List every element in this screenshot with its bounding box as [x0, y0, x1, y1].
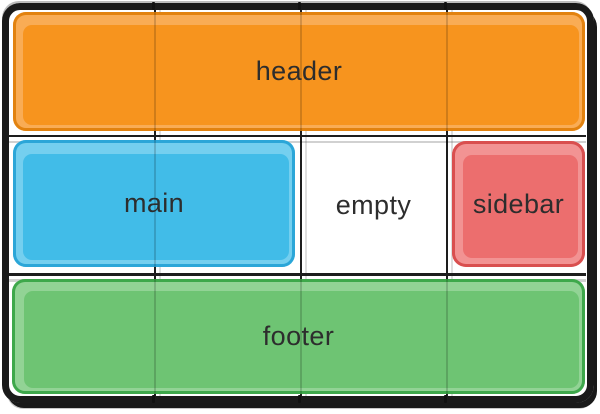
footer-fill: [24, 291, 579, 388]
header-fill: [23, 25, 579, 125]
grid-row-line-2: [9, 273, 586, 276]
grid-line-overlay: [153, 140, 156, 267]
grid-line-overlay: [445, 279, 448, 394]
sidebar-fill: [463, 155, 578, 258]
header-area: header: [13, 12, 585, 131]
grid-row-line-1: [9, 134, 586, 137]
grid-line-overlay: [153, 12, 156, 131]
line-overshoot-tick: [298, 2, 301, 10]
line-overshoot-tick: [152, 2, 155, 10]
main-label: main: [123, 188, 185, 218]
sidebar-label: sidebar: [472, 188, 565, 219]
grid-line-overlay: [299, 279, 302, 394]
main-fill: [23, 154, 289, 260]
header-label: header: [255, 56, 343, 86]
grid-column-line-3: [445, 10, 448, 397]
line-overshoot-tick: [444, 2, 447, 10]
line-overshoot-tick: [298, 395, 301, 403]
empty-label: empty: [335, 189, 412, 220]
sidebar-area: sidebar: [452, 141, 585, 267]
line-overshoot-tick: [444, 395, 447, 403]
footer-label: footer: [262, 321, 335, 351]
grid-line-overlay: [299, 12, 302, 131]
grid-line-overlay: [445, 12, 448, 131]
grid-line-overlay: [153, 279, 156, 394]
footer-area: footer: [12, 279, 585, 394]
main-area: main: [13, 140, 295, 267]
line-overshoot-tick: [152, 395, 155, 403]
grid-column-line-2: [299, 10, 302, 397]
empty-cell: empty: [301, 137, 446, 273]
